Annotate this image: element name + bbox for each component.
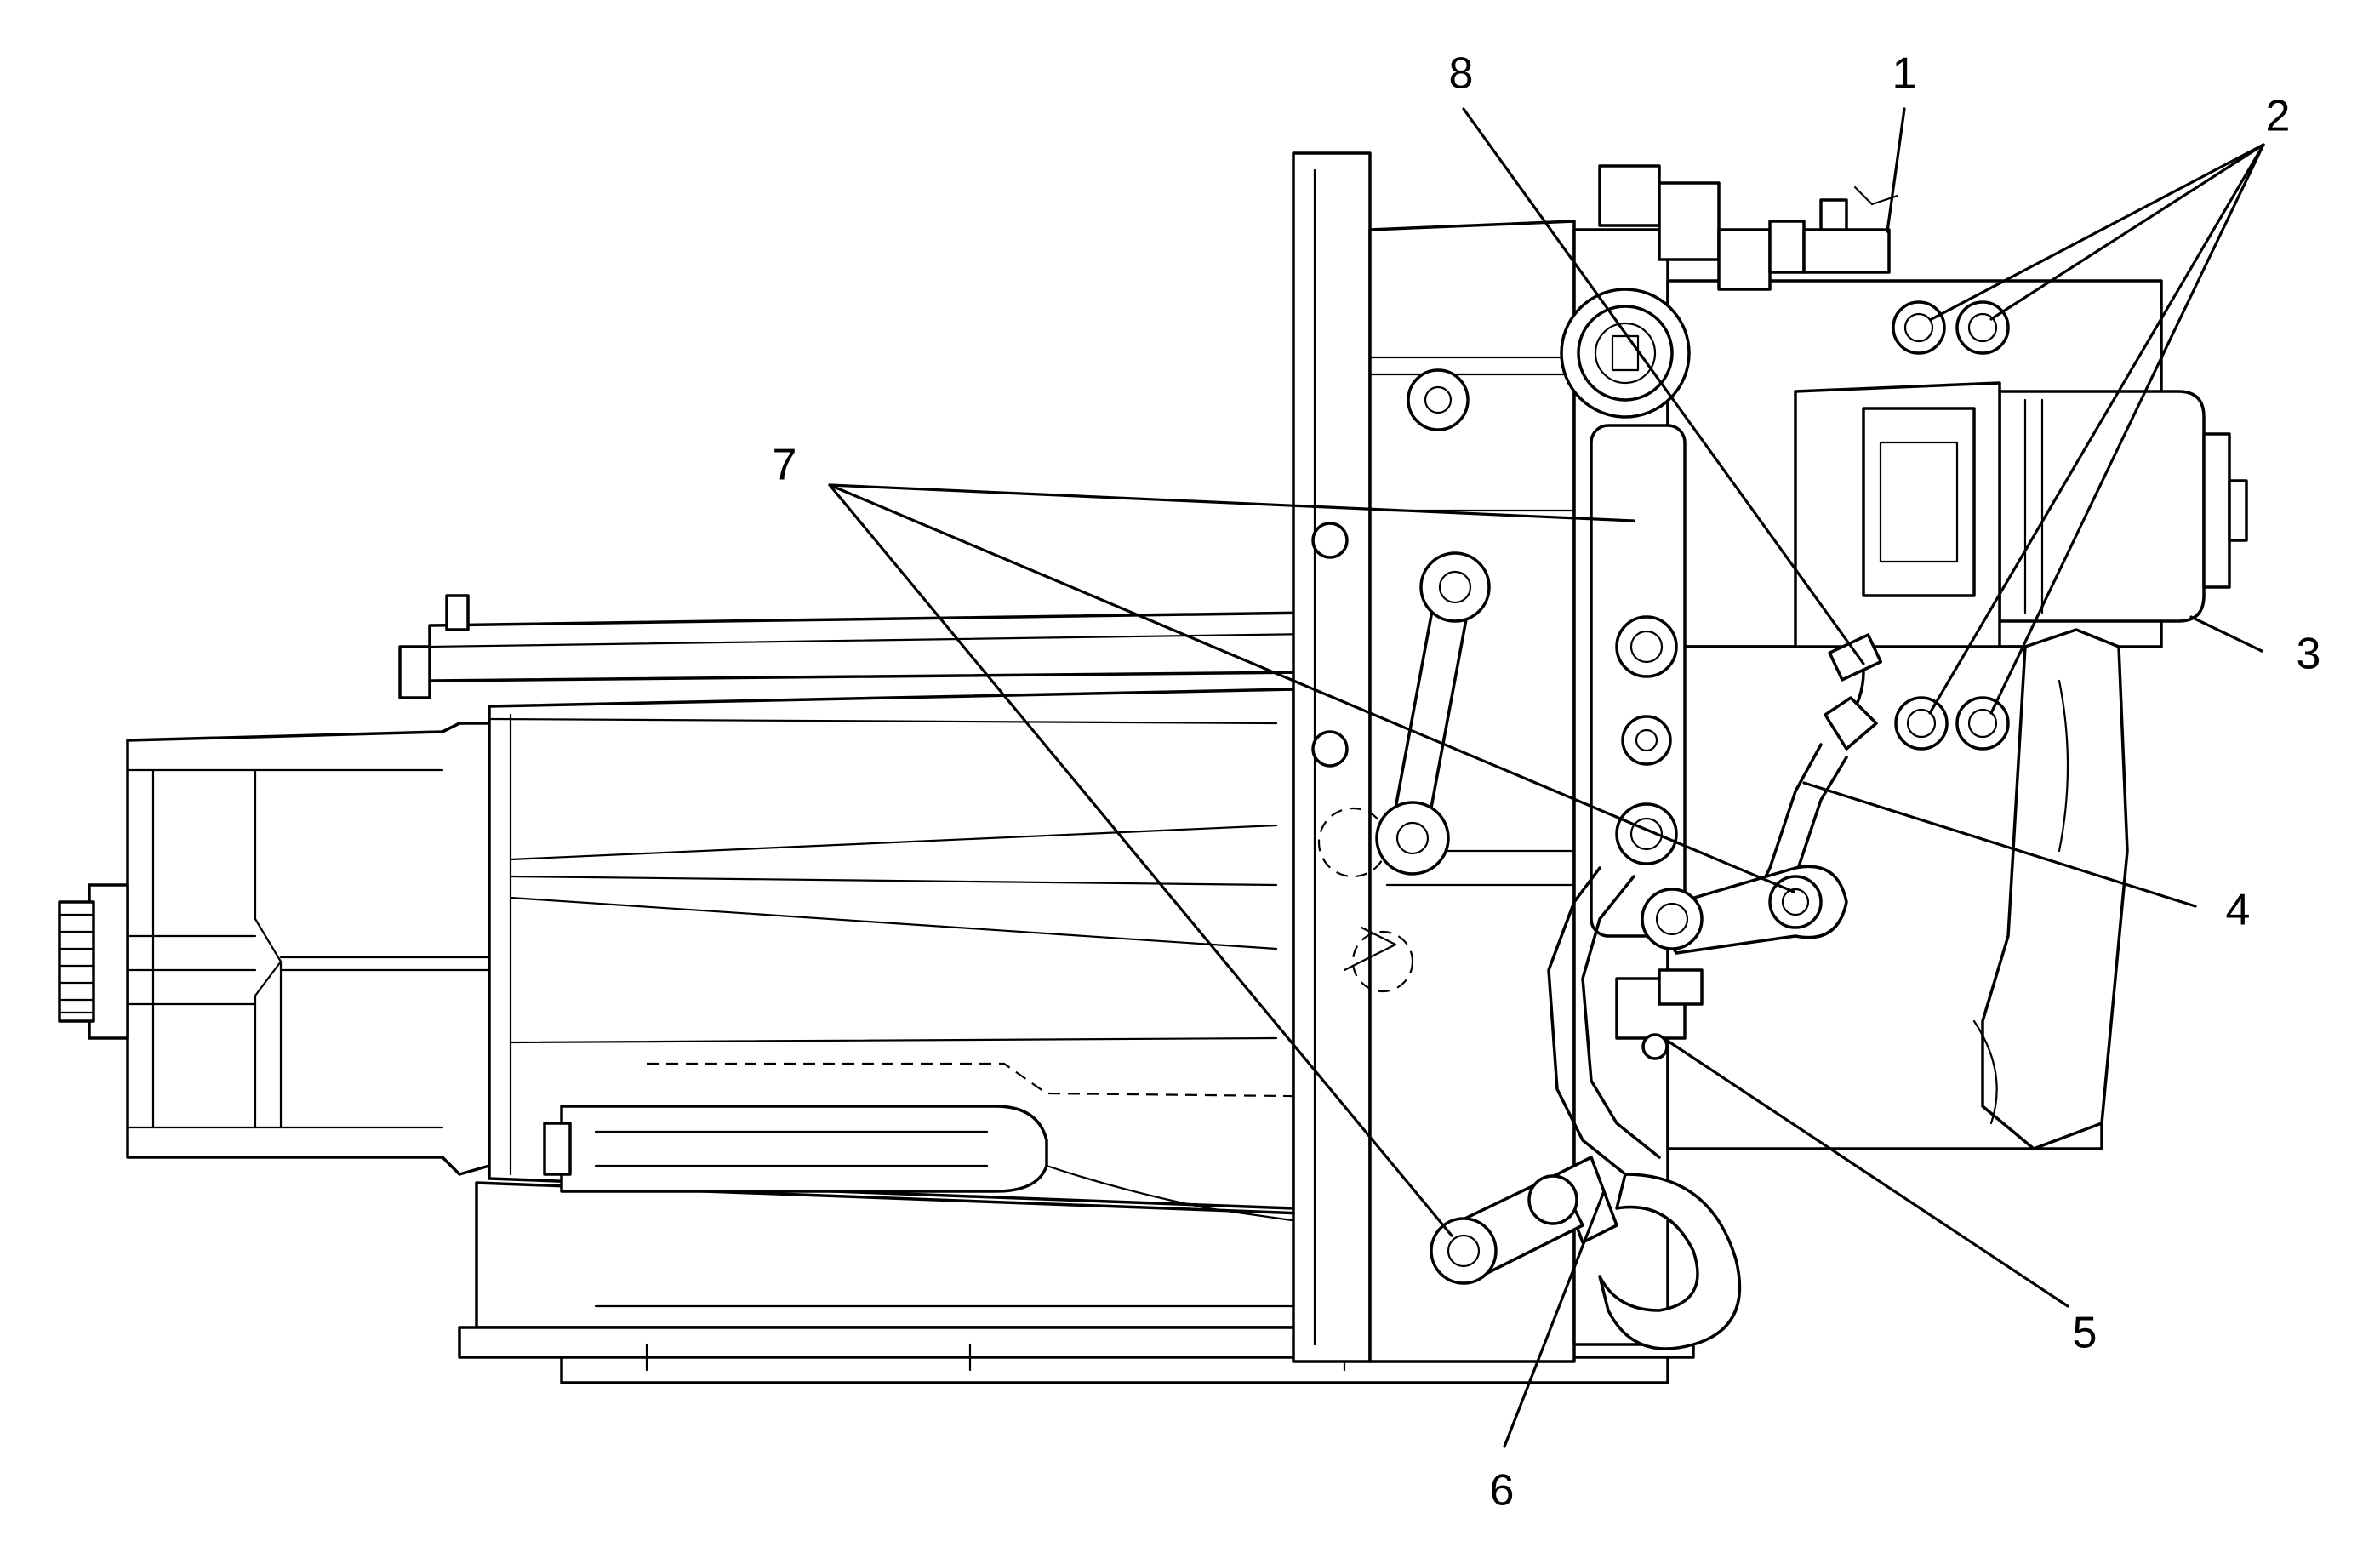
callout-2: 2 bbox=[2266, 92, 2291, 141]
bell-housing-flange bbox=[1292, 151, 1576, 1363]
leader-6 bbox=[1503, 1190, 1606, 1448]
leader-4 bbox=[1802, 781, 2197, 908]
callout-labels: 1 2 3 4 5 6 7 8 bbox=[773, 49, 2321, 1515]
leader-3 bbox=[2189, 615, 2263, 653]
transmission-case bbox=[58, 594, 1695, 1384]
callout-7: 7 bbox=[773, 441, 797, 490]
leader-8 bbox=[1462, 107, 1865, 665]
callout-3: 3 bbox=[2297, 630, 2321, 679]
leader-2d bbox=[1989, 143, 2265, 715]
leader-2b bbox=[1989, 143, 2265, 321]
callout-5: 5 bbox=[2073, 1309, 2097, 1358]
callout-1: 1 bbox=[1892, 49, 1917, 99]
leader-7b bbox=[828, 483, 1795, 893]
cooler-lines bbox=[1430, 696, 1878, 1350]
leader-7c bbox=[828, 483, 1453, 1237]
leader-7a bbox=[828, 483, 1635, 522]
leader-5 bbox=[1662, 1036, 2069, 1308]
callout-8: 8 bbox=[1449, 49, 1474, 99]
callout-6: 6 bbox=[1490, 1466, 1515, 1515]
leader-1 bbox=[1886, 107, 1906, 233]
callout-leaders bbox=[828, 107, 2265, 1448]
callout-4: 4 bbox=[2226, 886, 2251, 935]
leader-2c bbox=[1928, 143, 2265, 715]
leader-2a bbox=[1930, 143, 2265, 321]
valve-body-housing bbox=[1560, 164, 2248, 1346]
